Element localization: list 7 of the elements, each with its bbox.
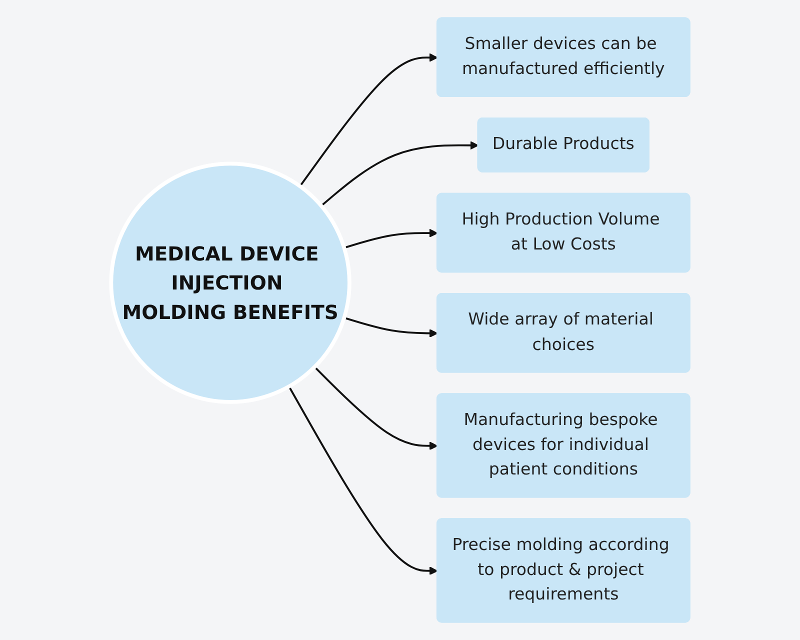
arrow (313, 366, 438, 450)
arrow (298, 53, 438, 187)
arrow (343, 228, 438, 249)
arrow (343, 316, 438, 338)
arrow (320, 141, 478, 207)
node-circle: MEDICAL DEVICE INJECTION MOLDING BENEFITS (108, 162, 351, 404)
arrow (288, 386, 438, 576)
